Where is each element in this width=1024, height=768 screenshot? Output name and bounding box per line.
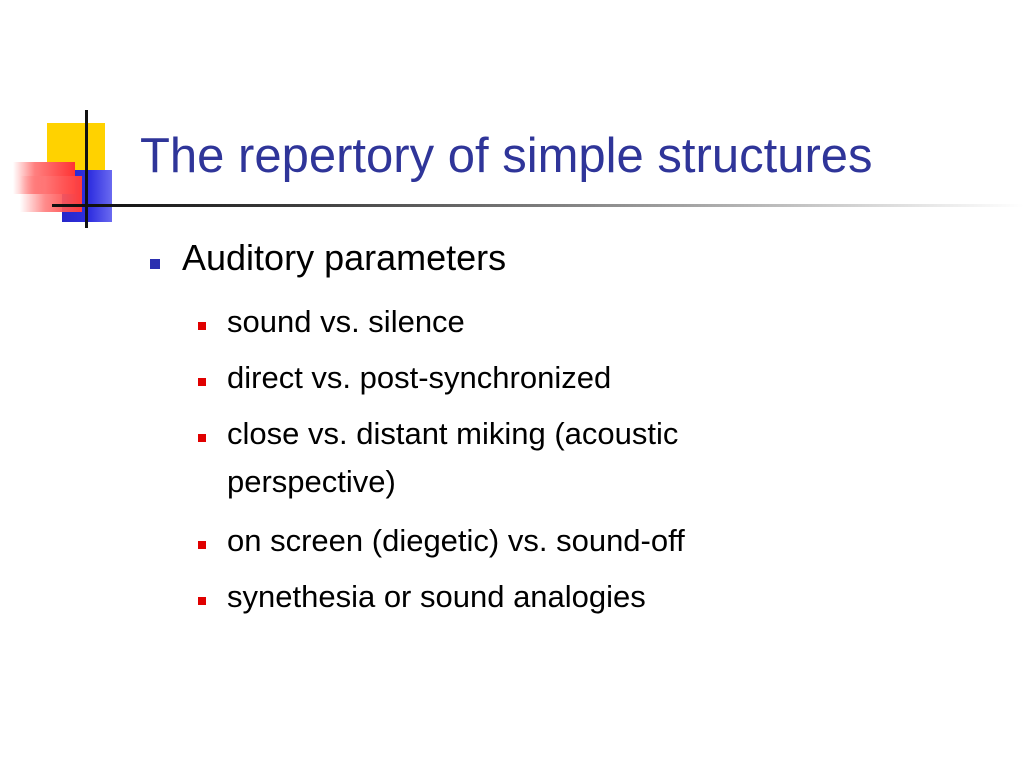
level2-item-continuation: perspective): [227, 464, 396, 499]
level2-item: sound vs. silence: [227, 304, 465, 339]
level2-item: close vs. distant miking (acoustic: [227, 416, 679, 451]
horizontal-rule-short: [52, 204, 98, 207]
level2-item: direct vs. post-synchronized: [227, 360, 612, 395]
level2-bullet-icon: [198, 378, 206, 386]
level1-item: Auditory parameters: [182, 237, 507, 278]
slide-title: The repertory of simple structures: [140, 129, 873, 183]
level2-bullet-icon: [198, 322, 206, 330]
level2-bullet-icon: [198, 597, 206, 605]
level2-item: on screen (diegetic) vs. sound-off: [227, 523, 685, 558]
level2-bullet-icon: [198, 434, 206, 442]
level1-bullet-icon: [150, 259, 160, 269]
decorative-logo: [0, 0, 150, 240]
level2-item: synethesia or sound analogies: [227, 579, 646, 614]
level2-bullet-icon: [198, 541, 206, 549]
vertical-rule: [85, 110, 88, 228]
title-underline: [97, 204, 1024, 207]
